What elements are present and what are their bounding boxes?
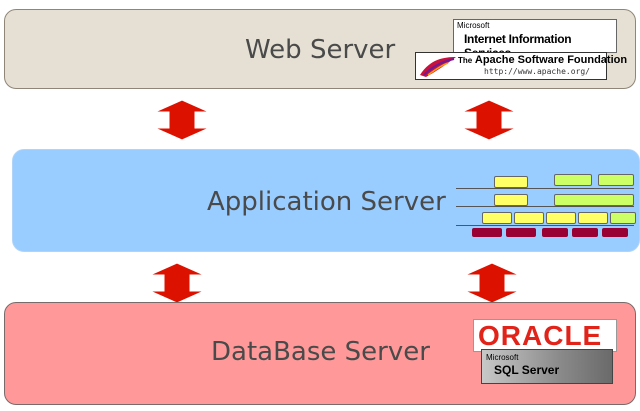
application-server-label: Application Server (207, 187, 446, 217)
sql-product: SQL Server (494, 363, 560, 377)
apache-feather-icon (420, 57, 456, 77)
apache-name: Apache Software Foundation (474, 54, 628, 66)
web-server-label: Web Server (245, 35, 396, 65)
database-server-tier: DataBase Server ORACLE Microsoft SQL Ser… (4, 302, 636, 405)
apache-name-line: The Apache Software Foundation (458, 54, 627, 66)
sql-vendor: Microsoft (486, 353, 519, 362)
apache-url: http://www.apache.org/ (484, 67, 590, 76)
sql-server-logo: Microsoft SQL Server (481, 349, 613, 384)
application-server-tier: Application Server (12, 149, 640, 252)
iis-vendor: Microsoft (457, 21, 490, 30)
apache-the: The (458, 56, 473, 65)
database-server-label: DataBase Server (211, 337, 430, 367)
component-stack-icon (456, 170, 636, 242)
double-arrow-icon-web-app-right (461, 99, 517, 141)
double-arrow-icon-app-db-right (464, 262, 520, 304)
oracle-wordmark: ORACLE (478, 320, 603, 351)
iis-logo: Microsoft Internet Information Services (453, 19, 617, 60)
double-arrow-icon-web-app-left (154, 99, 210, 141)
apache-logo: The Apache Software Foundation http://ww… (415, 52, 627, 80)
oracle-logo: ORACLE (473, 319, 617, 352)
double-arrow-icon-app-db-left (149, 262, 205, 304)
web-server-tier: Web Server Microsoft Internet Informatio… (4, 9, 636, 89)
